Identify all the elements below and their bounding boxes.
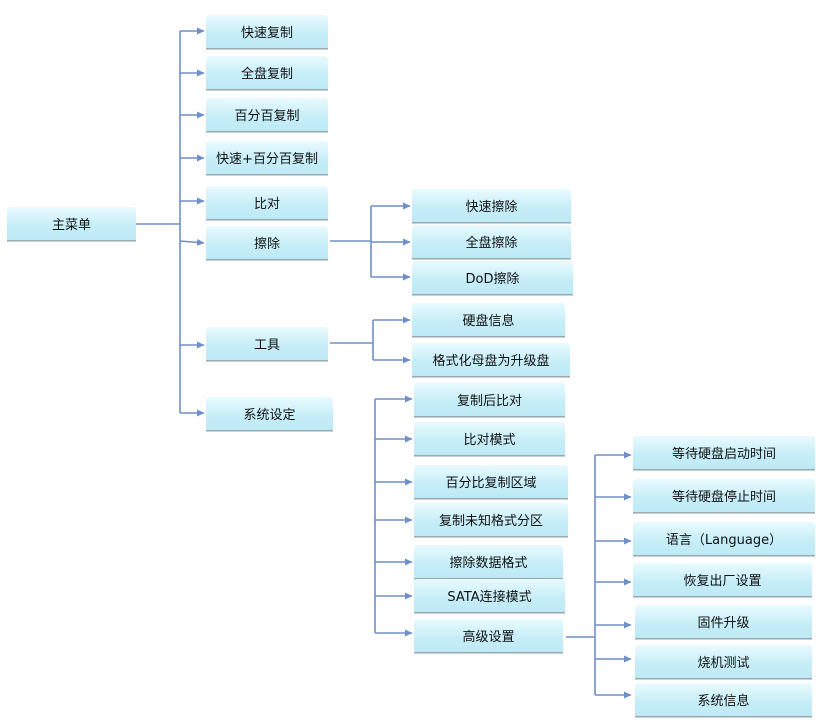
menu-label: 快速+百分百复制 (216, 152, 318, 167)
menu-format-master-upgrade[interactable]: 格式化母盘为升级盘 (412, 343, 570, 377)
menu-label: 全盘擦除 (465, 236, 518, 251)
menu-quick-plus-percent-copy[interactable]: 快速+百分百复制 (206, 141, 328, 175)
menu-percent-copy[interactable]: 百分百复制 (206, 98, 328, 132)
menu-full-disk-copy[interactable]: 全盘复制 (206, 56, 328, 90)
menu-label: 高级设置 (462, 630, 515, 645)
menu-compare-mode[interactable]: 比对模式 (414, 422, 565, 456)
menu-firmware-upgrade[interactable]: 固件升级 (635, 605, 812, 639)
menu-label: 等待硬盘停止时间 (671, 490, 776, 505)
menu-compare-after-copy[interactable]: 复制后比对 (414, 383, 565, 417)
menu-disk-startup-wait[interactable]: 等待硬盘启动时间 (633, 436, 815, 470)
menu-label: 擦除数据格式 (449, 556, 528, 571)
menu-label: 复制未知格式分区 (438, 514, 543, 529)
menu-label: 快速擦除 (465, 200, 518, 215)
menu-copy-unknown-partition[interactable]: 复制未知格式分区 (414, 503, 568, 537)
menu-label: 烧机测试 (697, 656, 750, 671)
menu-system-settings[interactable]: 系统设定 (206, 397, 333, 431)
root-main-menu[interactable]: 主菜单 (7, 207, 136, 241)
menu-label: 百分比复制区域 (445, 476, 537, 491)
menu-label: 工具 (253, 338, 280, 353)
menu-erase[interactable]: 擦除 (206, 226, 328, 260)
menu-label: 恢复出厂设置 (683, 574, 762, 589)
menu-quick-copy[interactable]: 快速复制 (206, 15, 328, 49)
menu-label: 硬盘信息 (462, 314, 515, 329)
level1-branch (179, 238, 205, 246)
menu-advanced-settings[interactable]: 高级设置 (414, 619, 563, 653)
menu-label: 全盘复制 (240, 67, 293, 82)
menu-factory-reset[interactable]: 恢复出厂设置 (633, 563, 812, 597)
menu-label: DoD擦除 (465, 272, 520, 287)
menu-label: 固件升级 (697, 616, 750, 631)
menu-label: 比对 (253, 197, 280, 212)
menu-label: 系统信息 (697, 694, 750, 709)
menu-burn-in-test[interactable]: 烧机测试 (635, 645, 812, 679)
menu-quick-erase[interactable]: 快速擦除 (412, 189, 571, 223)
root-label: 主菜单 (51, 218, 91, 233)
menu-tools[interactable]: 工具 (206, 327, 328, 361)
menu-erase-data-format[interactable]: 擦除数据格式 (414, 545, 563, 579)
menu-label: SATA连接模式 (447, 590, 532, 605)
menu-disk-info[interactable]: 硬盘信息 (412, 303, 565, 337)
menu-disk-stop-wait[interactable]: 等待硬盘停止时间 (633, 479, 815, 513)
menu-label: 比对模式 (463, 433, 516, 448)
menu-label: 复制后比对 (456, 394, 522, 409)
menu-compare[interactable]: 比对 (206, 186, 328, 220)
menu-dod-erase[interactable]: DoD擦除 (412, 261, 573, 295)
menu-label: 等待硬盘启动时间 (671, 447, 776, 462)
menu-label: 快速复制 (240, 26, 293, 41)
menu-label: 语言（Language） (665, 533, 783, 548)
menu-sata-connect-mode[interactable]: SATA连接模式 (414, 579, 565, 613)
menu-system-info[interactable]: 系统信息 (635, 683, 812, 717)
menu-label: 百分百复制 (234, 109, 300, 124)
menu-label: 系统设定 (243, 408, 296, 423)
menu-full-disk-erase[interactable]: 全盘擦除 (412, 225, 571, 259)
menu-label: 格式化母盘为升级盘 (432, 354, 550, 369)
menu-percent-copy-area[interactable]: 百分比复制区域 (414, 465, 568, 499)
menu-language[interactable]: 语言（Language） (633, 522, 815, 556)
menu-label: 擦除 (253, 237, 280, 252)
